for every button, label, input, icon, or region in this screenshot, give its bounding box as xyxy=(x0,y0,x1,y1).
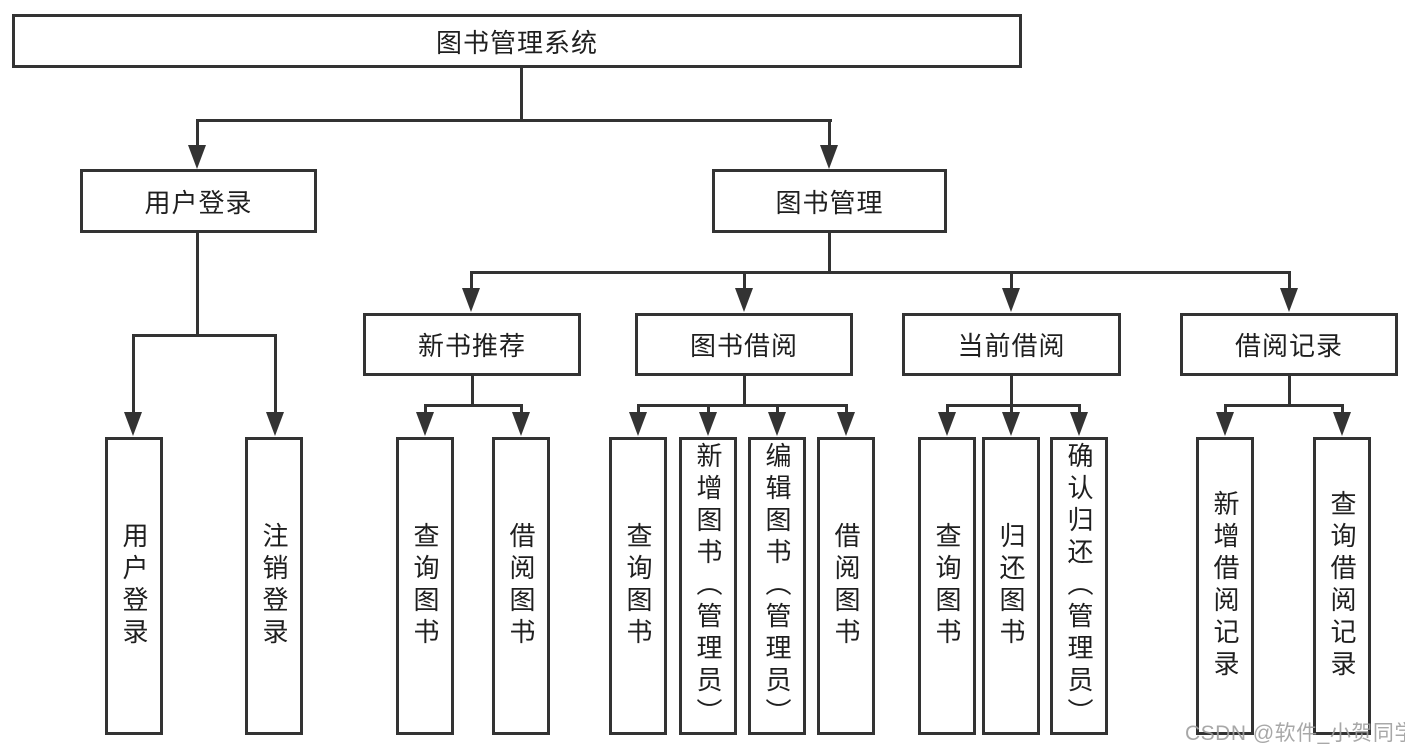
node-library-management-system: 图书管理系统 xyxy=(12,14,1022,68)
arrow-down-icon xyxy=(462,288,480,312)
connector-drop xyxy=(845,404,848,416)
connector-new-book-stem xyxy=(471,376,474,407)
arrow-down-icon xyxy=(820,145,838,169)
leaf-logout: 注销登录 xyxy=(245,437,303,735)
arrow-down-icon xyxy=(1280,288,1298,312)
leaf-confirm-return-admin: 确认归还（管理员） xyxy=(1050,437,1108,735)
connector-drop xyxy=(1224,404,1227,416)
connector-user-login-stem xyxy=(196,233,199,337)
connector-current-borrow-rail xyxy=(946,404,1080,407)
connector-drop-book-management xyxy=(828,119,831,150)
leaf-query-book: 查询图书 xyxy=(396,437,454,735)
leaf-query-borrow-record: 查询借阅记录 xyxy=(1313,437,1371,735)
arrow-down-icon xyxy=(735,288,753,312)
connector-drop xyxy=(520,404,523,416)
connector-book-management-rail xyxy=(470,271,1291,274)
arrow-down-icon xyxy=(1002,288,1020,312)
arrow-down-icon xyxy=(124,412,142,436)
connector-drop-leaf-logout xyxy=(274,334,277,416)
arrow-down-icon xyxy=(837,412,855,436)
connector-borrow-records-stem xyxy=(1288,376,1291,407)
arrow-down-icon xyxy=(1216,412,1234,436)
connector-new-book-rail xyxy=(424,404,523,407)
leaf-add-book-admin: 新增图书（管理员） xyxy=(679,437,737,735)
connector-drop xyxy=(1078,404,1081,416)
leaf-add-borrow-record: 新增借阅记录 xyxy=(1196,437,1254,735)
connector-drop-borrow-records xyxy=(1288,271,1291,291)
arrow-down-icon xyxy=(1070,412,1088,436)
connector-drop xyxy=(707,404,710,416)
connector-current-borrow-stem xyxy=(1010,376,1013,407)
arrow-down-icon xyxy=(938,412,956,436)
node-borrow-records: 借阅记录 xyxy=(1180,313,1398,376)
leaf-borrow-book: 借阅图书 xyxy=(817,437,875,735)
connector-drop xyxy=(637,404,640,416)
connector-drop xyxy=(776,404,779,416)
connector-root-stem xyxy=(520,67,523,120)
node-current-borrow: 当前借阅 xyxy=(902,313,1121,376)
leaf-query-book: 查询图书 xyxy=(918,437,976,735)
connector-drop-new-book xyxy=(470,271,473,291)
leaf-query-book: 查询图书 xyxy=(609,437,667,735)
arrow-down-icon xyxy=(1333,412,1351,436)
node-book-borrow: 图书借阅 xyxy=(635,313,853,376)
leaf-edit-book-admin: 编辑图书（管理员） xyxy=(748,437,806,735)
node-user-login: 用户登录 xyxy=(80,169,317,233)
arrow-down-icon xyxy=(629,412,647,436)
connector-user-login-rail xyxy=(133,334,277,337)
connector-drop xyxy=(1341,404,1344,416)
arrow-down-icon xyxy=(188,145,206,169)
connector-drop xyxy=(424,404,427,416)
connector-drop xyxy=(1010,404,1013,416)
leaf-user-login: 用户登录 xyxy=(105,437,163,735)
arrow-down-icon xyxy=(266,412,284,436)
connector-drop-user-login xyxy=(196,119,199,150)
arrow-down-icon xyxy=(1002,412,1020,436)
connector-drop-current-borrow xyxy=(1010,271,1013,291)
connector-drop-leaf-user-login xyxy=(132,334,135,416)
connector-book-management-stem xyxy=(828,233,831,274)
arrow-down-icon xyxy=(416,412,434,436)
leaf-return-book: 归还图书 xyxy=(982,437,1040,735)
connector-root-rail xyxy=(197,119,832,122)
arrow-down-icon xyxy=(699,412,717,436)
csdn-watermark: CSDN @软件_小贺同学 xyxy=(1185,722,1405,745)
connector-drop-book-borrow xyxy=(743,271,746,291)
arrow-down-icon xyxy=(768,412,786,436)
leaf-borrow-book: 借阅图书 xyxy=(492,437,550,735)
connector-borrow-records-rail xyxy=(1224,404,1343,407)
connector-drop xyxy=(946,404,949,416)
node-new-book-recommend: 新书推荐 xyxy=(363,313,581,376)
connector-book-borrow-stem xyxy=(743,376,746,407)
arrow-down-icon xyxy=(512,412,530,436)
connector-book-borrow-rail xyxy=(637,404,848,407)
node-book-management: 图书管理 xyxy=(712,169,947,233)
